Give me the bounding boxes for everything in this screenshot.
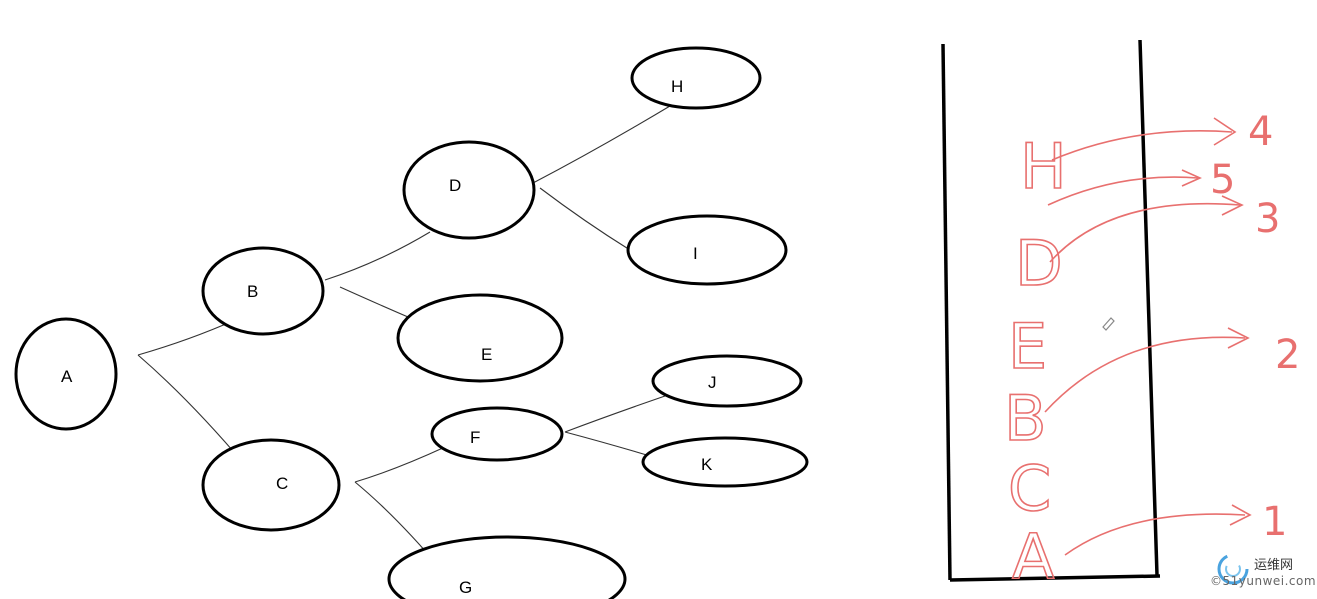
stack-wall-right bbox=[1138, 39, 1159, 576]
stack-wall-left bbox=[941, 43, 952, 581]
stack-bottom bbox=[949, 574, 1161, 582]
node-f-label: F bbox=[470, 428, 480, 447]
node-g: G bbox=[387, 535, 627, 599]
edge-b-e bbox=[339, 286, 416, 321]
stack-letter-h: H bbox=[1020, 130, 1067, 203]
tree-nodes: A B C D E F G H bbox=[14, 46, 809, 599]
swirl-logo-icon bbox=[1217, 553, 1249, 585]
tree-edges bbox=[137, 102, 676, 569]
arrow-a bbox=[1064, 513, 1246, 556]
stack-container bbox=[941, 39, 1161, 582]
arrow-i-head bbox=[1181, 169, 1202, 187]
node-d: D bbox=[402, 140, 536, 240]
edge-b-d bbox=[324, 231, 431, 281]
node-e: E bbox=[396, 293, 564, 383]
node-b: B bbox=[201, 246, 325, 336]
node-h: H bbox=[630, 46, 762, 110]
arrow-a-head bbox=[1229, 504, 1252, 526]
node-g-label: G bbox=[459, 578, 472, 597]
node-j: J bbox=[651, 354, 803, 408]
node-i-label: I bbox=[693, 244, 698, 263]
stack-letter-c: C bbox=[1008, 452, 1051, 525]
node-i: I bbox=[626, 214, 788, 286]
edge-d-i bbox=[539, 187, 631, 251]
watermark-cn-text: 运维网 bbox=[1254, 558, 1294, 573]
stack-arrows bbox=[1044, 117, 1252, 556]
node-h-label: H bbox=[671, 77, 683, 96]
node-c-label: C bbox=[276, 474, 288, 493]
edge-f-k bbox=[564, 431, 651, 457]
stack-number-5: 5 bbox=[1210, 157, 1235, 203]
node-e-label: E bbox=[481, 345, 492, 364]
arrow-d bbox=[1049, 202, 1241, 263]
node-a: A bbox=[14, 317, 118, 431]
edge-a-b bbox=[137, 319, 236, 356]
stack-letters: A C B E D H bbox=[1003, 129, 1067, 594]
node-j-label: J bbox=[708, 373, 717, 392]
edge-f-j bbox=[564, 395, 666, 433]
stack-number-1: 1 bbox=[1262, 499, 1287, 545]
node-k: K bbox=[641, 436, 809, 488]
stack-number-3: 3 bbox=[1255, 196, 1280, 242]
stack-letter-a: A bbox=[1012, 520, 1054, 593]
arrow-b bbox=[1044, 336, 1246, 413]
stack-number-2: 2 bbox=[1275, 332, 1300, 378]
node-b-label: B bbox=[247, 282, 258, 301]
node-c: C bbox=[201, 438, 341, 532]
arrow-h-head bbox=[1213, 117, 1237, 146]
arrow-h bbox=[1051, 130, 1233, 161]
edge-c-f bbox=[354, 446, 446, 483]
arrow-d-head bbox=[1221, 195, 1244, 216]
watermark: 运维网 ©51yunwei.com bbox=[1210, 552, 1317, 596]
node-d-label: D bbox=[449, 176, 461, 195]
stack-letter-d: D bbox=[1015, 227, 1063, 300]
node-f: F bbox=[430, 406, 564, 462]
pen-cursor-icon bbox=[1102, 317, 1115, 331]
stack-letter-b: B bbox=[1004, 382, 1047, 455]
arrow-i bbox=[1047, 176, 1199, 206]
edge-d-h bbox=[532, 102, 676, 184]
stack-number-4: 4 bbox=[1248, 109, 1273, 155]
stack-letter-e: E bbox=[1008, 310, 1047, 383]
watermark-en-text: ©51yunwei.com bbox=[1210, 574, 1317, 588]
node-a-label: A bbox=[61, 367, 73, 386]
stack-numbers: 1 2 3 5 4 bbox=[1210, 109, 1300, 545]
arrow-b-head bbox=[1227, 327, 1250, 349]
node-k-label: K bbox=[701, 455, 713, 474]
